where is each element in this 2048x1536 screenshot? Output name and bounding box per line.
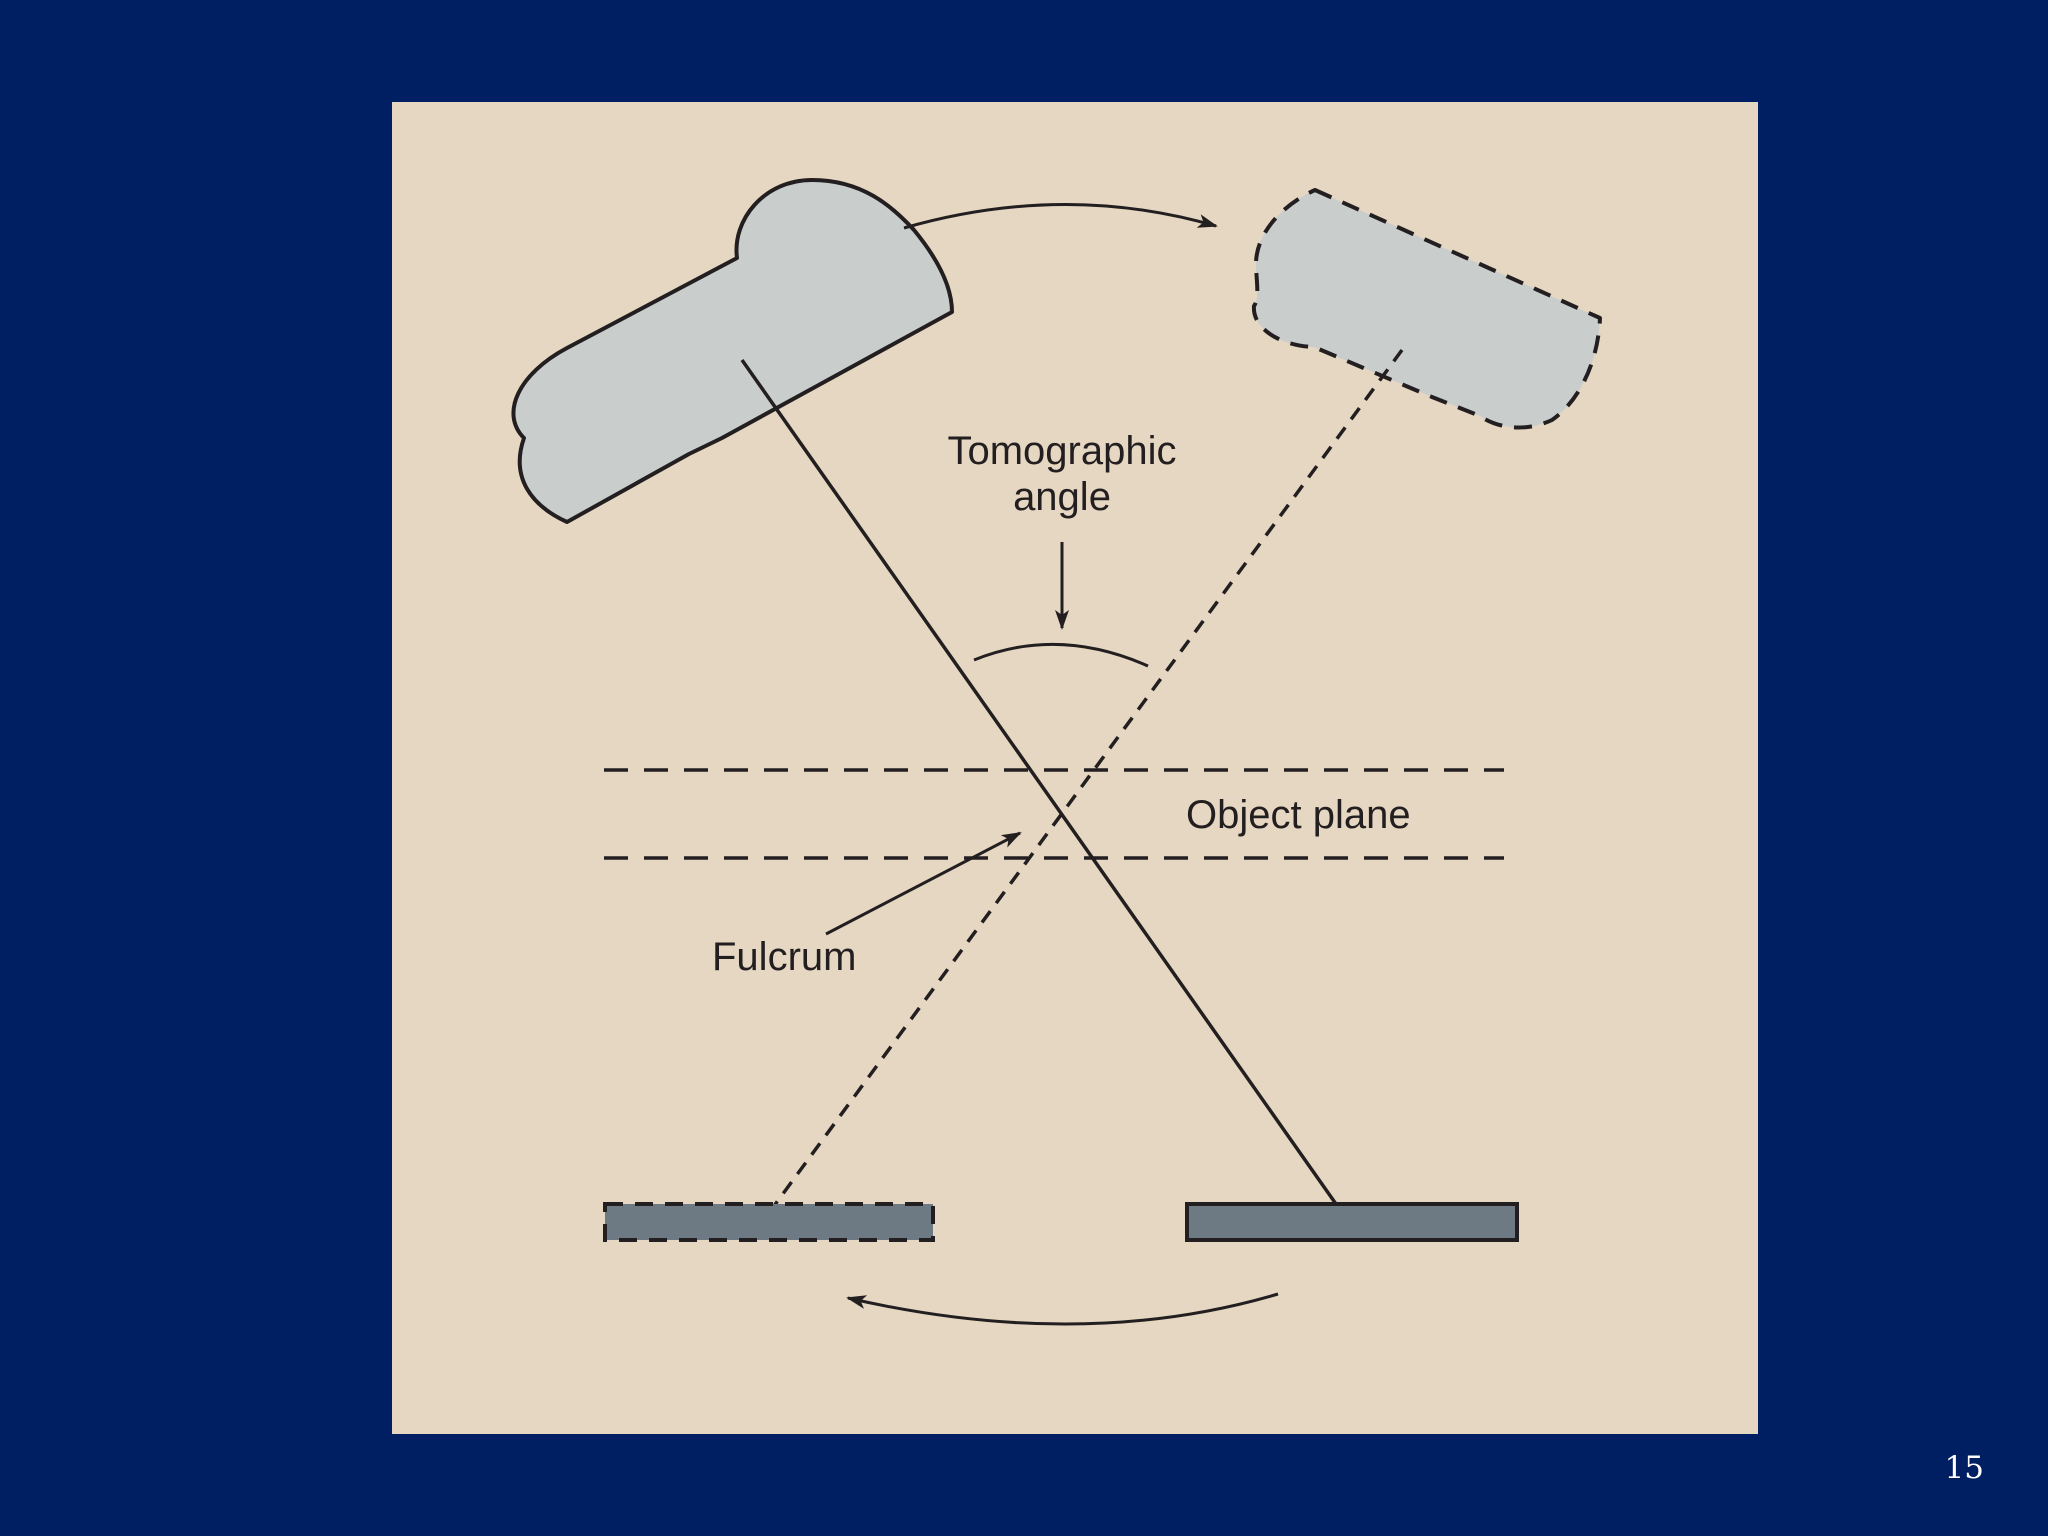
page-number: 15 [1944,1450,1984,1486]
detector-end [603,1202,935,1242]
central-ray-start [740,358,1338,1206]
tube-motion-arrow [903,203,1218,230]
central-ray-end [772,348,1404,1208]
tomographic-angle-label-line1: Tomographic [947,429,1176,473]
tomographic-angle-label-line2: angle [1013,475,1111,519]
detector-motion-arrow [846,1292,1279,1326]
tomography-diagram: Tomographic angle Object plane Fulcrum [392,102,1758,1434]
detector-start [1185,1202,1519,1242]
xray-tube-end [1251,188,1602,430]
tomography-figure: Tomographic angle Object plane Fulcrum [392,102,1758,1434]
xray-tube-start [511,178,954,524]
fulcrum-pointer-arrow [825,831,1022,936]
tomographic-angle-arc [973,642,1149,668]
object-plane-label: Object plane [1186,793,1411,837]
fulcrum-label: Fulcrum [712,935,856,979]
